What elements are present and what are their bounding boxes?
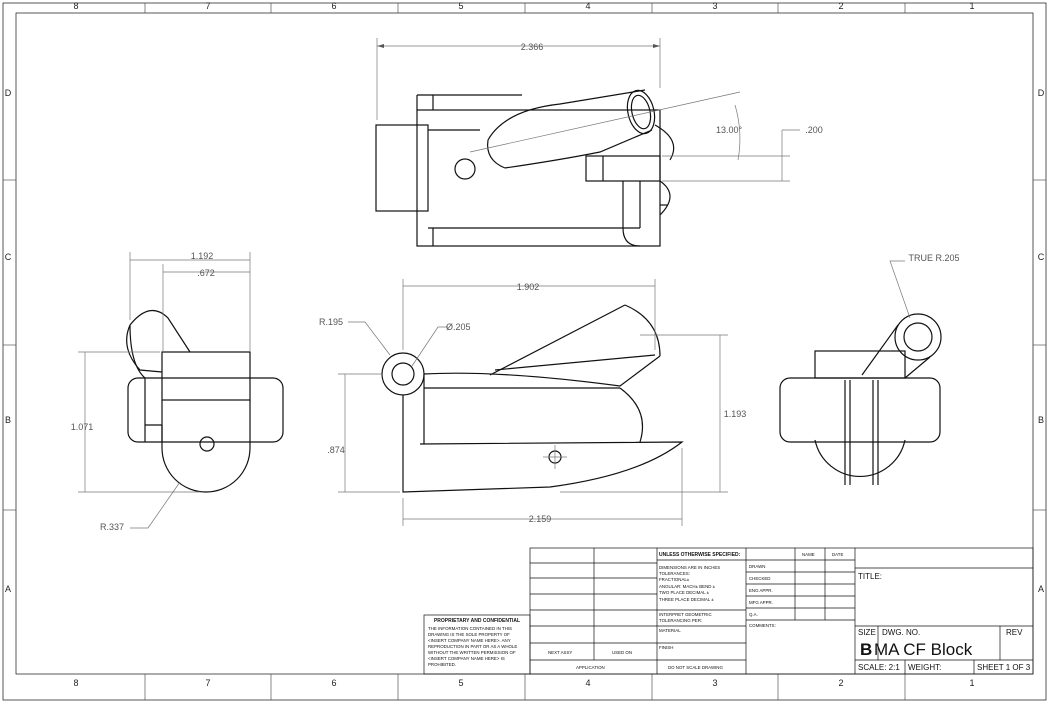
- tb-dwg-no: MA CF Block: [874, 640, 973, 659]
- tb-size-label: SIZE: [858, 628, 876, 637]
- tb-drawn: DRAWN: [749, 564, 765, 569]
- dim-front-hole: Ø.205: [446, 322, 471, 332]
- dim-offset: .200: [805, 125, 823, 135]
- zone-col-6-bottom: 6: [331, 678, 336, 688]
- zone-row-a-left: A: [5, 584, 11, 594]
- proprietary-line-2: DRAWING IS THE SOLE PROPERTY OF: [428, 632, 510, 637]
- dim-left-inner-width: .672: [197, 268, 215, 278]
- top-view: [375, 89, 741, 247]
- tb-title-label: TITLE:: [858, 572, 882, 581]
- dim-front-width-bottom: 2.159: [529, 514, 552, 524]
- top-view-dimensions: [376, 38, 800, 182]
- tb-scale: SCALE: 2:1: [858, 663, 900, 672]
- dim-front-height-left: .874: [327, 445, 345, 455]
- zone-row-b-left: B: [5, 415, 11, 425]
- tb-tolerances: TOLERANCES:: [659, 571, 690, 576]
- front-view: [381, 304, 684, 493]
- zone-ticks: [3, 3, 1046, 700]
- tb-dwg-no-label: DWG. NO.: [882, 628, 920, 637]
- dim-right-radius: TRUE R.205: [908, 253, 959, 263]
- left-view-dimensions: [78, 252, 251, 529]
- dim-front-radius: R.195: [319, 317, 343, 327]
- tb-next-assy: NEXT ASSY: [548, 650, 572, 655]
- tb-eng-appr: ENG APPR.: [749, 588, 773, 593]
- zone-row-a-right: A: [1038, 584, 1044, 594]
- tb-do-not-scale: DO NOT SCALE DRAWING: [668, 665, 723, 670]
- zone-row-c-left: C: [5, 252, 12, 262]
- zone-col-1-bottom: 1: [969, 678, 974, 688]
- zone-col-2-top: 2: [838, 1, 843, 11]
- tb-qa: Q.A.: [749, 612, 758, 617]
- dim-front-height-right: 1.193: [724, 409, 747, 419]
- tb-application: APPLICATION: [576, 665, 605, 670]
- zone-col-5-bottom: 5: [458, 678, 463, 688]
- tb-size-value: B: [860, 640, 872, 659]
- tb-dims-inches: DIMENSIONS ARE IN INCHES: [659, 565, 720, 570]
- zone-row-c-right: C: [1038, 252, 1045, 262]
- tb-checked: CHECKED: [749, 576, 770, 581]
- zone-col-8-bottom: 8: [73, 678, 78, 688]
- tb-date-header: DATE: [832, 552, 843, 557]
- front-view-dimensions: [338, 279, 728, 526]
- dim-left-radius: R.337: [100, 522, 124, 532]
- zone-row-d-right: D: [1038, 88, 1045, 98]
- dim-left-height: 1.071: [71, 422, 94, 432]
- proprietary-heading: PROPRIETARY AND CONFIDENTIAL: [434, 618, 520, 624]
- left-view: [126, 309, 284, 493]
- zone-col-3-top: 3: [712, 1, 717, 11]
- zone-col-4-bottom: 4: [585, 678, 590, 688]
- tb-angular: ANGULAR: MACH± BEND ±: [659, 584, 716, 589]
- proprietary-line-4: REPRODUCTION IN PART OR AS A WHOLE: [428, 644, 517, 649]
- zone-col-7-bottom: 7: [205, 678, 210, 688]
- dim-front-width-top: 1.902: [517, 282, 540, 292]
- tb-interpret: INTERPRET GEOMETRIC: [659, 612, 712, 617]
- proprietary-line-6: <INSERT COMPANY NAME HERE> IS: [428, 656, 505, 661]
- zone-col-2-bottom: 2: [838, 678, 843, 688]
- tb-mfg-appr: MFG APPR.: [749, 600, 773, 605]
- proprietary-line-1: THE INFORMATION CONTAINED IN THIS: [428, 626, 512, 631]
- tb-finish: FINISH: [659, 645, 673, 650]
- right-view: [779, 313, 942, 485]
- zone-col-6-top: 6: [331, 1, 336, 11]
- tb-rev-label: REV: [1006, 628, 1023, 637]
- tb-comments: COMMENTS:: [749, 623, 776, 628]
- dim-top-width: 2.366: [521, 42, 544, 52]
- tb-three-place: THREE PLACE DECIMAL ±: [659, 597, 714, 602]
- tb-name-header: NAME: [802, 552, 815, 557]
- dim-left-width: 1.192: [191, 251, 214, 261]
- tb-fractional: FRACTIONAL±: [659, 577, 690, 582]
- tb-unless-specified: UNLESS OTHERWISE SPECIFIED:: [659, 552, 741, 558]
- zone-col-7-top: 7: [205, 1, 210, 11]
- zone-col-3-bottom: 3: [712, 678, 717, 688]
- proprietary-line-5: WITHOUT THE WRITTEN PERMISSION OF: [428, 650, 516, 655]
- zone-col-8-top: 8: [73, 1, 78, 11]
- tb-material: MATERIAL: [659, 628, 681, 633]
- title-block-grid: [529, 547, 1034, 675]
- zone-row-d-left: D: [5, 88, 12, 98]
- proprietary-line-7: PROHIBITED.: [428, 662, 456, 667]
- zone-col-5-top: 5: [458, 1, 463, 11]
- dim-angle: 13.00°: [716, 125, 743, 135]
- tb-used-on: USED ON: [612, 650, 632, 655]
- zone-row-b-right: B: [1038, 415, 1044, 425]
- tb-two-place: TWO PLACE DECIMAL ±: [659, 590, 710, 595]
- zone-col-4-top: 4: [585, 1, 590, 11]
- tb-sheet: SHEET 1 OF 3: [977, 663, 1031, 672]
- zone-col-1-top: 1: [969, 1, 974, 11]
- right-view-dimensions: [889, 260, 911, 319]
- tb-weight: WEIGHT:: [908, 663, 941, 672]
- tb-tolerancing: TOLERANCING PER:: [659, 618, 702, 623]
- proprietary-line-3: <INSERT COMPANY NAME HERE>. ANY: [428, 638, 511, 643]
